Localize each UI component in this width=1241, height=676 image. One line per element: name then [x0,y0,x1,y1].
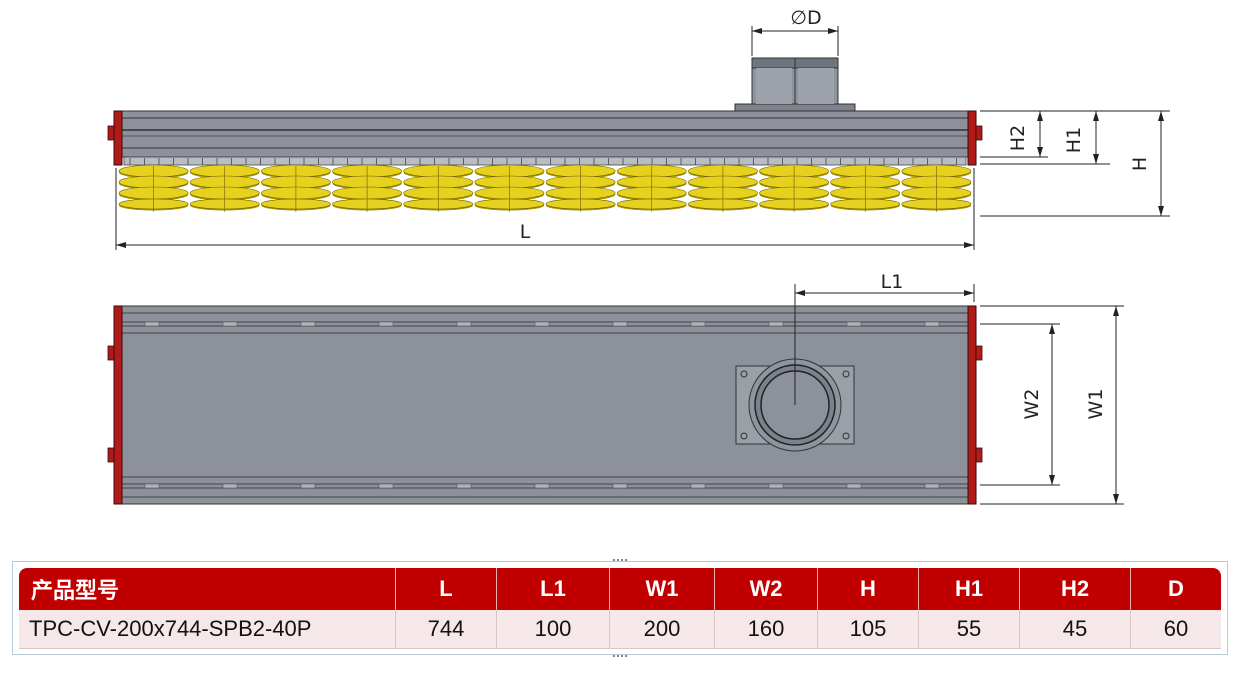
spec-table-header-row: 产品型号 L L1 W1 W2 H H1 H2 D [19,568,1221,610]
resize-handle-bottom[interactable] [613,655,627,657]
header-L: L [395,568,497,610]
header-H: H [817,568,919,610]
dim-label-D: ∅D [790,7,821,29]
resize-handle-top[interactable] [613,559,627,561]
dim-label-H1: H1 [1063,127,1085,153]
cell-W2: 160 [714,610,818,649]
header-L1: L1 [496,568,610,610]
dim-label-H2: H2 [1007,125,1029,151]
header-H2: H2 [1019,568,1131,610]
dimension-L1: L1 [794,271,975,405]
table-row: TPC-CV-200x744-SPB2-40P 744 100 200 160 … [19,610,1221,649]
knob-left [107,125,115,141]
dim-label-L1: L1 [881,271,904,293]
cell-H1: 55 [918,610,1020,649]
suction-cup [118,164,189,212]
front-view: ∅D H2 H1 H L [107,7,1170,250]
dimension-D: ∅D [751,7,839,56]
vacuum-port [734,57,856,113]
suction-cup [545,164,616,212]
technical-drawing: ∅D H2 H1 H L [107,7,1170,505]
suction-cup [901,164,972,212]
dim-label-W2: W2 [1021,389,1043,420]
knob-right [975,125,983,141]
cell-H2: 45 [1019,610,1131,649]
header-H1: H1 [918,568,1020,610]
spec-table: 产品型号 L L1 W1 W2 H H1 H2 D TPC-CV-200x744… [19,568,1221,649]
front-body [119,110,971,166]
suction-cup [759,164,829,212]
dim-label-H: H [1129,157,1151,171]
header-D: D [1130,568,1221,610]
end-cap-left [113,110,123,166]
suction-cup [474,164,545,212]
suction-cup [189,164,260,212]
dimension-W: W2 W1 [980,305,1124,505]
suction-cup [830,164,901,212]
dim-label-L: L [520,221,531,243]
header-W1: W1 [609,568,715,610]
end-cap-right [967,110,977,166]
suction-cups [118,164,972,212]
suction-cup [616,164,687,212]
spec-table-panel: 产品型号 L L1 W1 W2 H H1 H2 D TPC-CV-200x744… [12,559,1228,657]
cell-D: 60 [1130,610,1221,649]
suction-cup [332,164,402,212]
top-end-cap-left [113,305,123,505]
cell-H: 105 [817,610,919,649]
dimension-H: H2 H1 H [980,110,1170,217]
dim-label-W1: W1 [1085,389,1107,420]
cell-W1: 200 [609,610,715,649]
top-view: L1 W2 W1 [107,271,1124,505]
top-end-cap-right [967,305,977,505]
base-plate-ticks [129,158,957,165]
cell-L1: 100 [496,610,610,649]
cell-L: 744 [395,610,497,649]
suction-cup [403,164,474,212]
cell-model: TPC-CV-200x744-SPB2-40P [19,610,396,649]
suction-cup [688,164,758,212]
rail-slots [144,321,940,489]
dimension-L: L [115,168,975,250]
header-model: 产品型号 [19,568,396,610]
header-W2: W2 [714,568,818,610]
suction-cup [261,164,331,212]
